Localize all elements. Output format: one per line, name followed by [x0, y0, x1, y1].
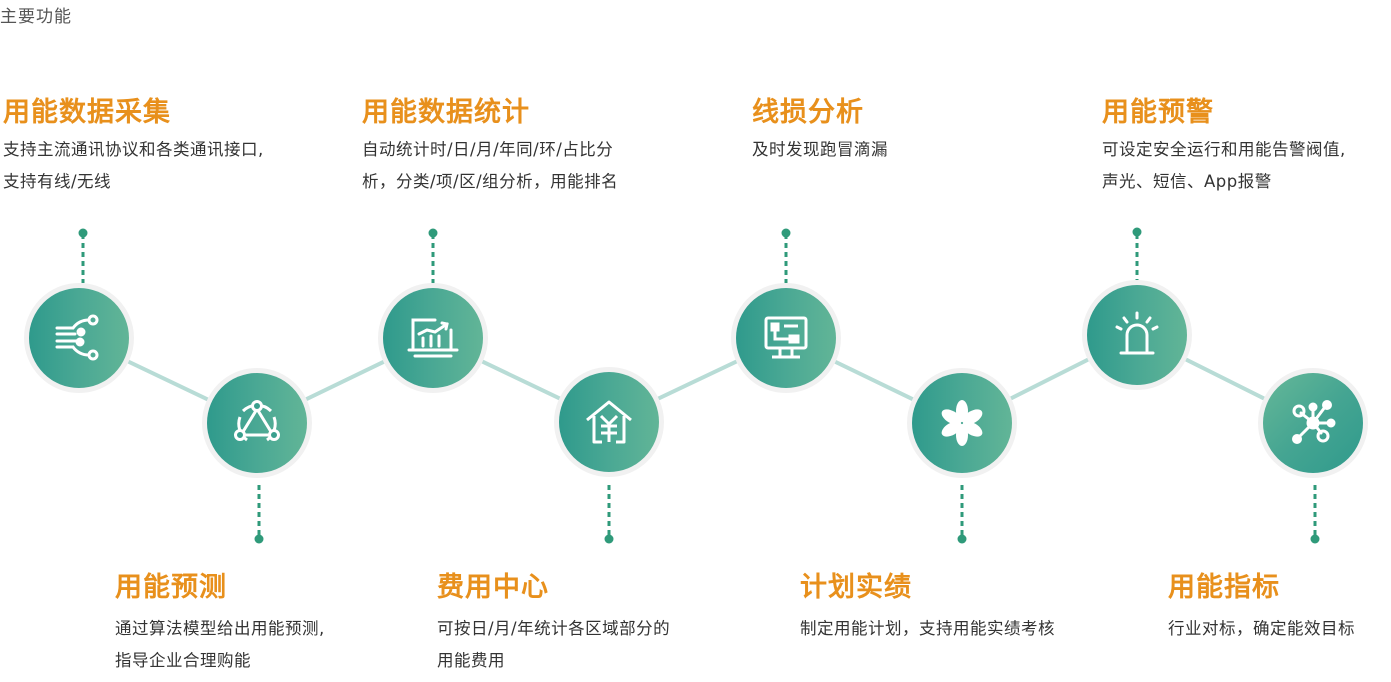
node-statistics[interactable] [378, 283, 488, 393]
node-alert[interactable] [1082, 280, 1192, 390]
feature-title: 线损分析 [752, 97, 864, 128]
node-cost-center[interactable] [554, 367, 664, 477]
feature-desc: 通过算法模型给出用能预测, 指导企业合理购能 [115, 619, 325, 670]
network-triangle-icon [234, 400, 280, 442]
feature-desc: 支持主流通讯协议和各类通讯接口, 支持有线/无线 [3, 140, 264, 191]
node-forecast[interactable] [202, 368, 312, 478]
feature-desc: 及时发现跑冒滴漏 [752, 140, 888, 159]
feature-desc: 制定用能计划，支持用能实绩考核 [800, 619, 1055, 638]
node-data-collection[interactable] [24, 283, 134, 393]
feature-title: 用能指标 [1168, 572, 1280, 603]
house-yen-icon [586, 400, 632, 444]
feature-title: 用能数据统计 [362, 97, 530, 128]
page-title: 主要功能 [0, 7, 72, 27]
circuit-icon [55, 314, 99, 361]
alarm-light-icon [1115, 311, 1159, 355]
bar-chart-icon [407, 318, 459, 358]
feature-desc: 自动统计时/日/月/年同/环/占比分 析，分类/项/区/组分析，用能排名 [362, 140, 619, 191]
monitor-flow-icon [764, 316, 808, 359]
node-line-loss[interactable] [731, 283, 841, 393]
feature-title: 用能预警 [1102, 97, 1214, 128]
node-plan-performance[interactable] [907, 368, 1017, 478]
feature-desc: 行业对标，确定能效目标 [1168, 619, 1355, 638]
feature-desc: 可按日/月/年统计各区域部分的 用能费用 [437, 619, 671, 670]
feature-title: 费用中心 [437, 572, 549, 603]
feature-title: 用能预测 [115, 572, 227, 603]
flower-icon [941, 400, 983, 446]
feature-title: 用能数据采集 [3, 97, 171, 128]
feature-title: 计划实绩 [800, 572, 912, 603]
hub-icon [1292, 400, 1336, 444]
node-indicators[interactable] [1258, 368, 1368, 478]
feature-desc: 可设定安全运行和用能告警阀值, 声光、短信、App报警 [1102, 140, 1346, 191]
